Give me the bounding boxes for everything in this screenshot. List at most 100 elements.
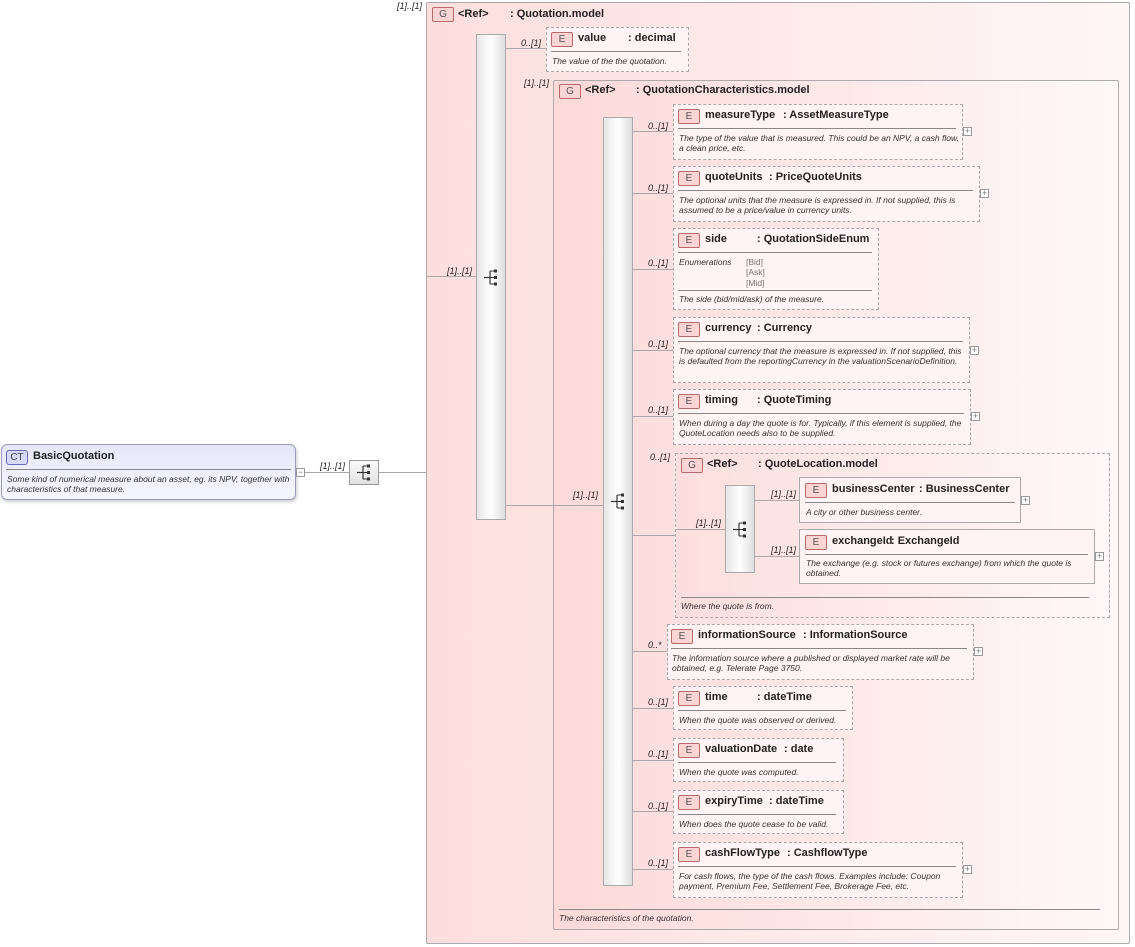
- element-description: The optional units that the measure is e…: [679, 195, 956, 215]
- divider: [678, 128, 956, 129]
- element-type: : PriceQuoteUnits: [769, 171, 862, 183]
- group-type-label: : Quotation.model: [510, 8, 605, 20]
- group-badge: G: [432, 7, 454, 22]
- sequence-compositor-icon: [733, 521, 746, 538]
- currency-element[interactable]: [673, 317, 970, 383]
- divider: [678, 252, 872, 253]
- divider: [678, 762, 836, 763]
- exchangeid-element[interactable]: [799, 529, 1095, 584]
- quotelocation-sequence-cardinality: [1]..[1]: [696, 518, 722, 528]
- element-description: When the quote was computed.: [679, 767, 799, 777]
- informationsource-element[interactable]: [667, 624, 974, 680]
- side-cardinality: 0..[1]: [648, 258, 669, 268]
- divider: [551, 51, 681, 52]
- divider: [805, 554, 1088, 555]
- divider: [678, 710, 846, 711]
- sequence-compositor-icon: [357, 464, 370, 481]
- connector: [506, 48, 546, 49]
- element-badge: E: [678, 795, 700, 810]
- connector: [633, 193, 673, 194]
- element-type: : decimal: [628, 32, 676, 44]
- divider: [559, 909, 1100, 910]
- expand-plus-icon[interactable]: +: [970, 345, 979, 355]
- sequence-compositor-icon: [611, 493, 624, 510]
- element-badge: E: [678, 394, 700, 409]
- businesscenter-cardinality: [1]..[1]: [771, 489, 797, 499]
- element-type: : dateTime: [769, 795, 824, 807]
- element-name: cashFlowType: [705, 847, 780, 859]
- divider: [678, 866, 956, 867]
- element-type: : Currency: [757, 322, 813, 334]
- cashflowtype-cardinality: 0..[1]: [648, 858, 669, 868]
- side-element[interactable]: [673, 228, 879, 310]
- informationsource-cardinality: 0..*: [648, 640, 662, 650]
- ct-name: BasicQuotation: [33, 450, 115, 462]
- divider: [678, 190, 973, 191]
- element-type: : CashflowType: [787, 847, 868, 859]
- element-type: : QuotationSideEnum: [757, 233, 870, 245]
- element-badge: E: [805, 535, 827, 550]
- expand-plus-icon[interactable]: +: [1095, 551, 1104, 561]
- businesscenter-element[interactable]: [799, 477, 1021, 523]
- expand-plus-icon[interactable]: +: [1021, 495, 1030, 505]
- expand-plus-icon[interactable]: +: [980, 188, 989, 198]
- element-badge: E: [678, 743, 700, 758]
- connector: [633, 869, 673, 870]
- enum-value: [Ask]: [746, 267, 765, 277]
- element-name: informationSource: [698, 629, 796, 641]
- measuretype-cardinality: 0..[1]: [648, 121, 669, 131]
- connector: [633, 350, 673, 351]
- quoteunits-element[interactable]: [673, 166, 980, 222]
- connector: [633, 708, 673, 709]
- divider: [678, 413, 964, 414]
- timing-cardinality: 0..[1]: [648, 405, 669, 415]
- time-cardinality: 0..[1]: [648, 697, 669, 707]
- element-description: When during a day the quote is for. Typi…: [679, 418, 962, 438]
- element-type: : date: [784, 743, 814, 755]
- element-name: currency: [705, 322, 752, 334]
- quotation-model-sequence-cardinality: [1]..[1]: [447, 266, 473, 276]
- expand-plus-icon[interactable]: +: [963, 126, 972, 136]
- ct-description: Some kind of numerical measure about an …: [7, 474, 290, 494]
- element-name: timing: [705, 394, 738, 406]
- currency-cardinality: 0..[1]: [648, 339, 669, 349]
- cashflowtype-element[interactable]: [673, 842, 963, 898]
- expand-plus-icon[interactable]: −: [296, 467, 305, 477]
- element-badge: E: [678, 847, 700, 862]
- connector: [755, 500, 799, 501]
- element-badge: E: [678, 233, 700, 248]
- valuationdate-element[interactable]: [673, 738, 844, 782]
- divider: [678, 290, 872, 291]
- element-name: side: [705, 233, 728, 245]
- divider: [678, 814, 836, 815]
- expirytime-element[interactable]: [673, 790, 844, 834]
- element-description: The value of the the quotation.: [552, 56, 667, 66]
- element-badge: E: [678, 691, 700, 706]
- element-name: value: [578, 32, 607, 44]
- group-type-label: : QuoteLocation.model: [758, 458, 878, 470]
- connector: [633, 535, 675, 536]
- connector: [426, 276, 476, 277]
- valuationdate-cardinality: 0..[1]: [648, 749, 669, 759]
- connector: [633, 760, 673, 761]
- time-element[interactable]: [673, 686, 853, 730]
- element-name: exchangeId: [832, 535, 893, 547]
- element-type: : BusinessCenter: [919, 483, 1010, 495]
- element-description: For cash flows, the type of the cash flo…: [679, 871, 941, 891]
- connector: [633, 811, 673, 812]
- measuretype-element[interactable]: [673, 104, 963, 160]
- timing-element[interactable]: [673, 389, 971, 445]
- expand-plus-icon[interactable]: +: [963, 864, 972, 874]
- expand-plus-icon[interactable]: +: [971, 411, 980, 421]
- element-name: expiryTime: [705, 795, 763, 807]
- element-description: The side (bid/mid/ask) of the measure.: [679, 294, 825, 304]
- quotation-model-cardinality: [1]..[1]: [397, 1, 423, 11]
- ct-badge: CT: [6, 450, 28, 465]
- group-ref-label: <Ref>: [707, 458, 738, 470]
- element-badge: E: [678, 171, 700, 186]
- expand-plus-icon[interactable]: +: [974, 646, 983, 656]
- exchangeid-cardinality: [1]..[1]: [771, 545, 797, 555]
- connector: [633, 416, 673, 417]
- basic-quotation-complex-type[interactable]: [1, 444, 296, 500]
